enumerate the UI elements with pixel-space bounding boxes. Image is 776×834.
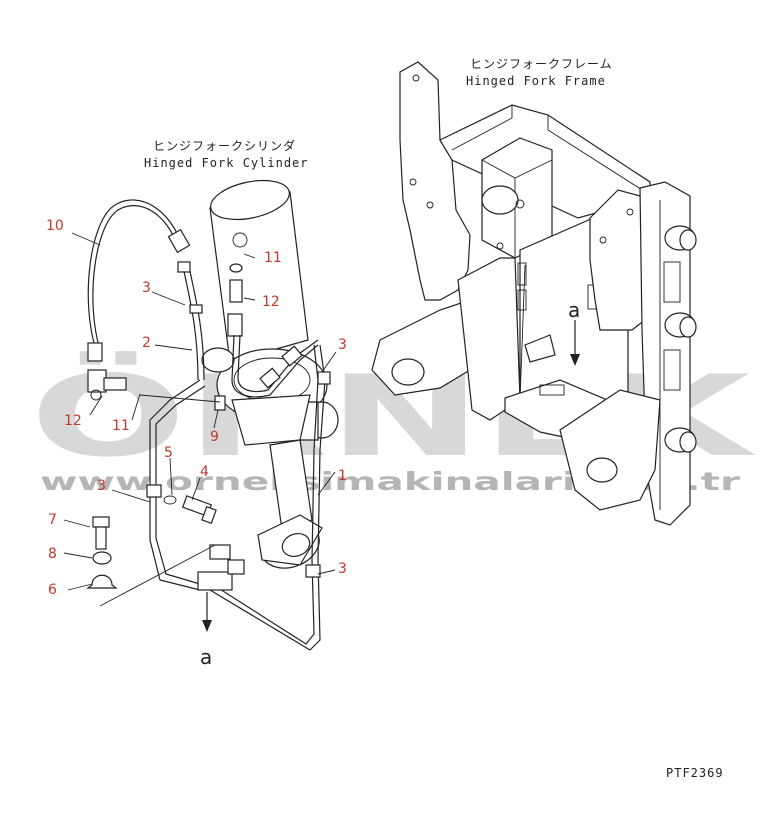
callout-1: 1 — [338, 468, 347, 484]
callout-2: 2 — [142, 335, 151, 351]
callout-9: 9 — [210, 429, 219, 445]
callout-11: 11 — [264, 250, 282, 266]
callout-10: 10 — [46, 218, 64, 234]
bolt-7 — [92, 516, 110, 550]
callout-3: 3 — [338, 561, 347, 577]
cylinder-label-jp: ヒンジフォークシリンダ — [153, 138, 296, 153]
callout-12: 12 — [262, 294, 280, 310]
washer-8 — [92, 551, 112, 565]
callout-3: 3 — [338, 337, 347, 353]
hinged-fork-frame — [371, 61, 697, 526]
ref-a-frame: a — [568, 298, 580, 322]
cylinder-label-en: Hinged Fork Cylinder — [144, 156, 309, 170]
drawing-code: PTF2369 — [666, 766, 724, 780]
callout-6: 6 — [48, 582, 57, 598]
callout-5: 5 — [164, 445, 173, 461]
callout-3: 3 — [97, 478, 106, 494]
callout-3: 3 — [142, 280, 151, 296]
callout-4: 4 — [200, 464, 209, 480]
bolt-4 — [181, 495, 217, 525]
fitting-12-left — [87, 369, 127, 401]
hose-10 — [87, 199, 183, 351]
callout-7: 7 — [48, 512, 57, 528]
callout-12: 12 — [64, 413, 82, 429]
callout-11: 11 — [112, 418, 130, 434]
frame-label-en: Hinged Fork Frame — [466, 74, 606, 88]
callout-8: 8 — [48, 546, 57, 562]
ref-a-cylinder: a — [200, 645, 212, 669]
frame-label-jp: ヒンジフォークフレーム — [470, 57, 613, 71]
clamp-6 — [86, 574, 118, 589]
